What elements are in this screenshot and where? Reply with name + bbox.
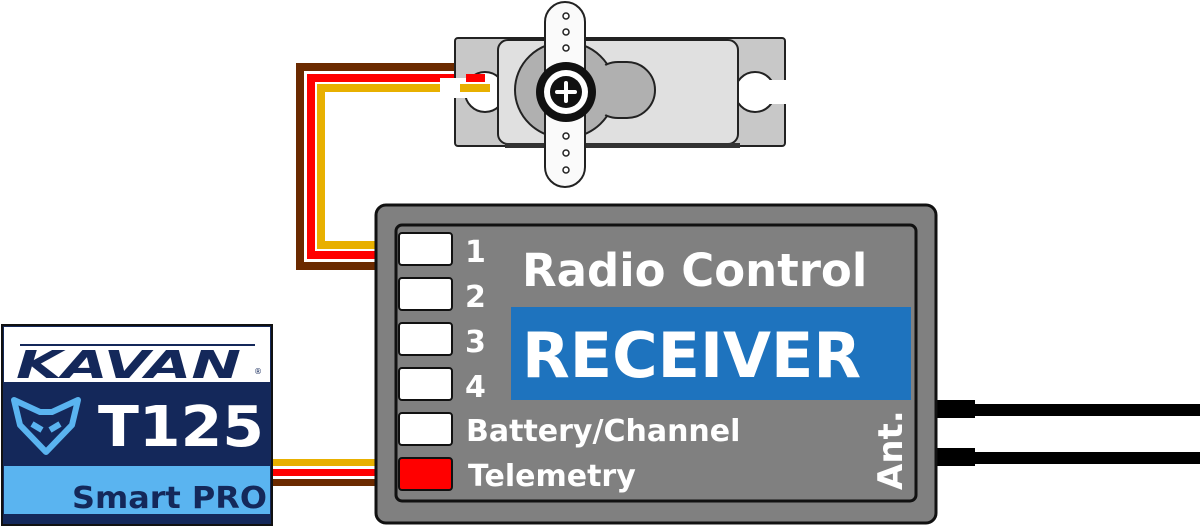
channel-label-2: 2 xyxy=(465,280,486,315)
sensor-brand: KAVAN xyxy=(16,343,241,387)
screw-icon xyxy=(555,81,577,103)
servo-wire xyxy=(296,63,490,270)
sensor-variant-band xyxy=(4,466,270,514)
channel-label-4: 4 xyxy=(465,370,486,405)
receiver: Radio Control RECEIVER Ant. 1 2 3 4 Batt… xyxy=(374,203,938,525)
channel-port-2[interactable] xyxy=(398,277,453,311)
sensor-variant: Smart PRO xyxy=(72,481,267,516)
channel-port-1[interactable] xyxy=(398,232,453,266)
channel-label-3: 3 xyxy=(465,325,486,360)
channel-port-3[interactable] xyxy=(398,322,453,356)
telemetry-sensor: KAVAN ® T125 Smart PRO xyxy=(1,324,273,526)
channel-label-1: 1 xyxy=(465,235,486,270)
sensor-model: T125 xyxy=(98,395,264,460)
channel-label-telemetry: Telemetry xyxy=(468,459,636,494)
servo xyxy=(440,1,790,188)
channel-port-4[interactable] xyxy=(398,367,453,401)
registered-icon: ® xyxy=(254,367,262,376)
sensor-wire xyxy=(270,459,380,486)
channel-port-telemetry[interactable] xyxy=(398,457,453,491)
channel-list: 1 2 3 4 Battery/Channel Telemetry xyxy=(398,232,740,494)
receiver-subtitle: RECEIVER xyxy=(522,319,861,392)
antenna-wires xyxy=(935,400,1200,466)
channel-port-battery[interactable] xyxy=(398,412,453,446)
sensor-brand-band xyxy=(4,327,270,382)
fox-logo-icon xyxy=(11,397,81,455)
channel-label-battery: Battery/Channel xyxy=(466,414,740,449)
receiver-title: Radio Control xyxy=(522,244,867,297)
receiver-title-band xyxy=(511,307,911,400)
antenna-label: Ant. xyxy=(871,410,911,490)
